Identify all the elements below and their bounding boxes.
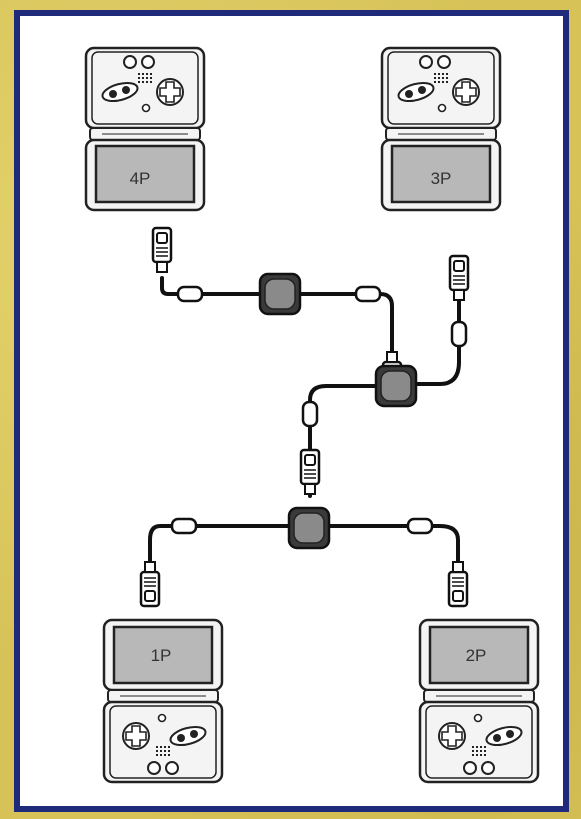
link-cable-plug-icon [141,562,159,606]
link-cable-hub-icon [289,508,329,548]
link-cable-plug-icon [153,228,171,272]
cable-bead [172,519,196,533]
device-label: 1P [151,646,172,665]
cable-bead [356,287,380,301]
device-label: 2P [466,646,487,665]
cable-bead [408,519,432,533]
link-cable-plug-icon [301,450,319,494]
cable-bead [452,322,466,346]
device-label: 4P [130,169,151,188]
game-boy-advance-sp-icon [420,620,538,782]
link-cable-plug-icon [449,562,467,606]
link-cable-hub-icon [376,366,416,406]
device-label: 3P [431,169,452,188]
cable-bead [303,402,317,426]
device-2p: 2P [420,620,538,782]
link-cable-hub-icon [260,274,300,314]
device-4p: 4P [86,48,204,210]
device-3p: 3P [382,48,500,210]
cable-bead [178,287,202,301]
game-boy-advance-sp-icon [104,620,222,782]
device-1p: 1P [104,620,222,782]
link-cable-plug-icon [450,256,468,300]
